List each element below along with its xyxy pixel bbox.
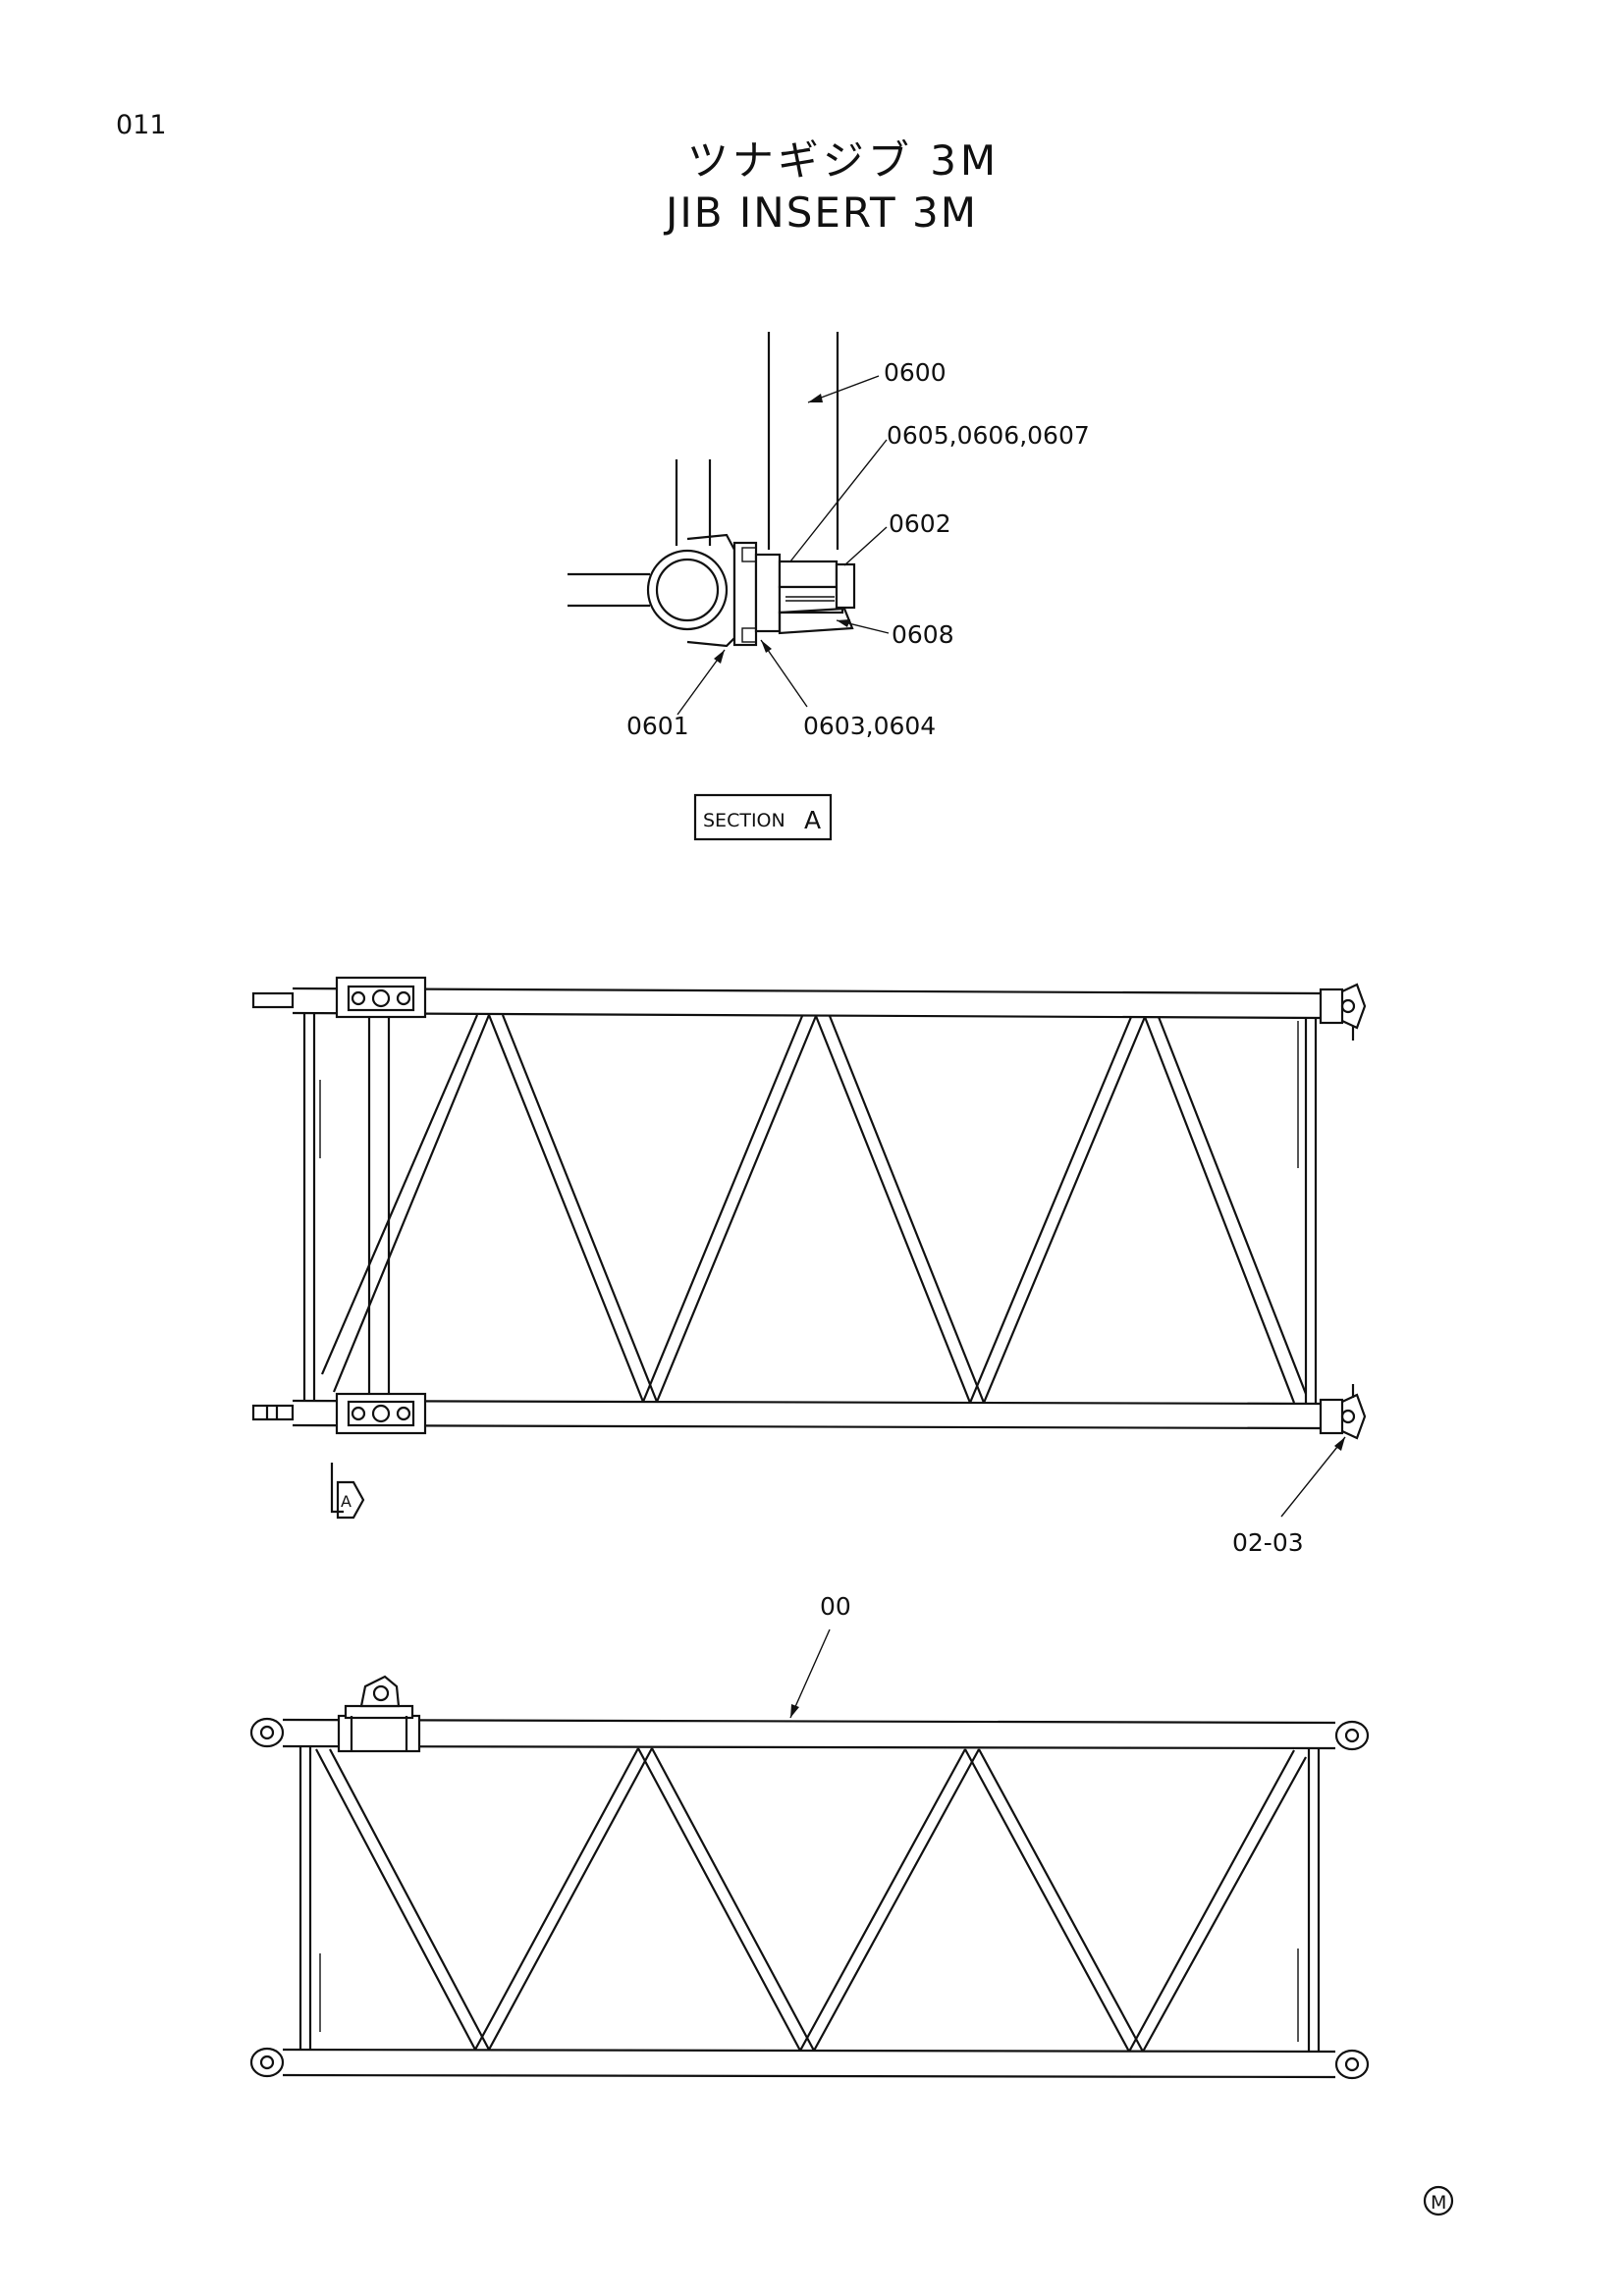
callout-02-03: 02-03 (1232, 1528, 1304, 1557)
corner-mark-letter: M (1431, 2192, 1446, 2214)
callout-0600: 0600 (884, 358, 947, 387)
section-label: SECTION (703, 810, 785, 831)
page-number: 011 (116, 110, 167, 140)
section-a-detail (568, 332, 856, 648)
plan-view (251, 976, 1367, 1520)
side-view (249, 1629, 1370, 2080)
section-a-label-box: SECTION A (693, 793, 833, 841)
section-letter: A (804, 806, 821, 834)
title-japanese: ツナギジブ 3M (686, 136, 1001, 185)
callout-0602: 0602 (889, 509, 951, 538)
callout-0608: 0608 (892, 620, 954, 649)
section-a-leaders (677, 375, 890, 716)
corner-mark: M (1423, 2185, 1454, 2216)
callout-0601: 0601 (626, 712, 689, 740)
callout-0605-0606-0607: 0605,0606,0607 (887, 421, 1090, 450)
title-english: JIB INSERT 3M (665, 188, 979, 237)
callout-0603-0604: 0603,0604 (803, 712, 936, 740)
callout-00: 00 (820, 1592, 851, 1621)
section-arrow-letter: A (341, 1492, 352, 1511)
